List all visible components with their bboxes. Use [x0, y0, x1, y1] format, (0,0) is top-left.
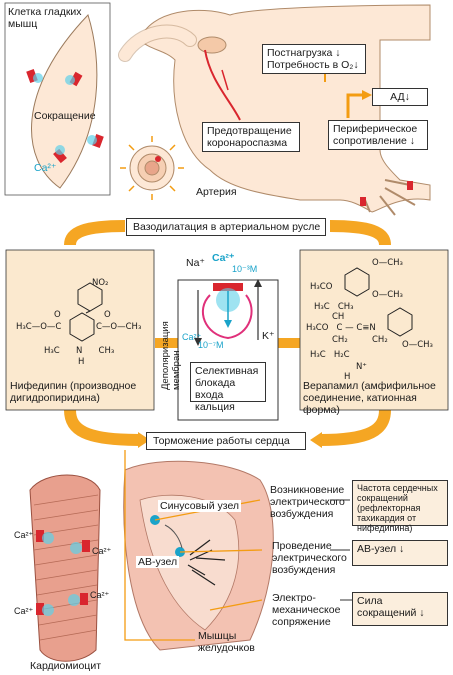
- nif-o-left: O: [54, 310, 61, 320]
- bp-arrow-icon: [346, 93, 362, 118]
- cm-ca-4: Ca²⁺: [90, 590, 110, 600]
- bp-box: АД↓: [372, 88, 428, 106]
- selective-block-box: Селективная блокада входа кальция: [190, 362, 266, 413]
- ver-s5: H₃CO C — C≡N: [306, 323, 376, 333]
- peripheral-box: Периферическое сопротивление ↓: [328, 120, 428, 150]
- nif-o-right: O: [104, 310, 111, 320]
- na-label: Na⁺: [186, 257, 205, 269]
- right-top-arrow-icon: [329, 220, 391, 246]
- verapamil-panel: [299, 249, 449, 411]
- effect-result-3: Сила сокращений ↓: [352, 592, 448, 626]
- ver-s11: O—CH₃: [402, 340, 433, 350]
- nif-left-group: H₃C—O—C: [16, 322, 62, 332]
- nifedipine-panel: [5, 249, 155, 411]
- ver-s3: H₃C CH₃: [314, 302, 354, 312]
- right-bottom-arrow-icon: [319, 409, 391, 446]
- effect-process-3: Электро-механическое сопряжение: [272, 592, 341, 628]
- ver-s2: O—CH₃: [372, 290, 403, 300]
- nif-no2: NO₂: [92, 278, 109, 288]
- av-node-label: АВ-узел: [136, 556, 180, 568]
- dilation-arrows-icon: [120, 136, 184, 200]
- ver-s10: H: [344, 372, 351, 382]
- nif-bottom: H₃C N CH₃: [44, 346, 115, 356]
- ver-s9: N⁺: [356, 362, 367, 372]
- o2-demand-label: Потребность в O₂↓: [267, 59, 359, 71]
- ca-high-label: Ca²⁺: [212, 252, 235, 264]
- nif-h: H: [78, 357, 85, 367]
- artery-label: Артерия: [196, 186, 237, 198]
- left-top-arrow-icon: [64, 220, 126, 246]
- effect-process-1: Возникновение электрического возбуждения: [270, 484, 345, 520]
- ver-s0: O—CH₃: [372, 258, 403, 268]
- afterload-box: Постнагрузка ↓ Потребность в O₂↓: [262, 44, 366, 74]
- cm-ca-3: Ca²⁺: [14, 606, 34, 616]
- coronary-box: Предотвращение коронароспазма: [202, 122, 300, 152]
- effect-process-2: Проведение электрического возбуждения: [272, 540, 347, 576]
- k-label: K⁺: [262, 330, 275, 342]
- ver-s4: CH: [332, 312, 345, 322]
- effect-result-1: Частота сердечных сокращений (рефлекторн…: [352, 480, 448, 533]
- effect-result-2: АВ-узел ↓: [352, 540, 448, 566]
- heart-inhibition-box: Торможение работы сердца: [146, 432, 306, 450]
- ventricles-label: Мышцы желудочков: [198, 630, 255, 654]
- verapamil-label: Верапамил (амфифильное соединение, катио…: [303, 380, 436, 416]
- nif-right-group: C—O—CH₃: [96, 322, 142, 332]
- cm-ca-2: Ca²⁺: [92, 546, 112, 556]
- smooth-muscle-cell: [31, 14, 98, 189]
- contraction-label: Сокращение: [34, 110, 96, 122]
- depolarization-label: Деполяризация мембран: [160, 321, 182, 390]
- ca-high-conc-label: 10⁻³М: [232, 264, 258, 274]
- afterload-label: Постнагрузка ↓: [267, 47, 341, 59]
- ca-channel-icon: [213, 283, 243, 291]
- ver-s1: H₃CO: [310, 282, 333, 292]
- cardiomyocyte-label: Кардиомиоцит: [30, 660, 101, 672]
- vasodilation-box: Вазодилатация в артериальном русле: [126, 218, 326, 236]
- ver-s7: CH₂: [372, 335, 388, 345]
- ca-low-conc-label: 10⁻⁷М: [198, 340, 224, 350]
- sinus-node-label: Синусовый узел: [158, 500, 242, 512]
- nifedipine-label: Нифедипин (производное дигидропиридина): [10, 380, 137, 404]
- ca-low-label: Ca²⁺: [182, 332, 202, 342]
- cardiomyocyte-illustration: [29, 474, 101, 662]
- cm-ca-1: Ca²⁺: [14, 530, 34, 540]
- ver-s8: H₃C H₂C: [310, 350, 350, 360]
- left-bottom-arrow-icon: [64, 409, 141, 446]
- smooth-muscle-title: Клетка гладких мышц: [8, 6, 82, 30]
- smooth-muscle-ca-label: Ca²⁺: [34, 162, 57, 174]
- cell-channel-icon: [26, 68, 104, 164]
- ver-s6: CH₂: [332, 335, 348, 345]
- heart-illustration: [118, 4, 431, 213]
